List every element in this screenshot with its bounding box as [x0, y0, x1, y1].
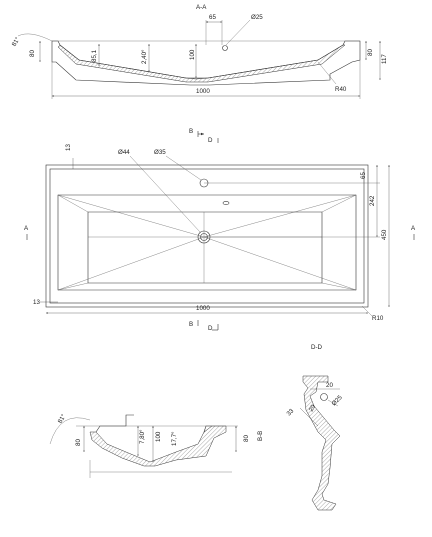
section-d-hole: [320, 393, 328, 401]
slope-line-2: [203, 194, 357, 238]
section-d-title: D-D: [311, 344, 323, 351]
section-b-b: 81° 80 7,80° 100 17,7° 80 B-B: [49, 413, 264, 478]
section-a-leader-dia: [225, 19, 251, 46]
section-b-rim-left: [95, 414, 134, 433]
section-b-angle-arc: [49, 417, 91, 445]
basin-outline: [45, 164, 369, 308]
plan-tap-leader: [165, 155, 202, 181]
basin-corner-tl: [57, 194, 89, 213]
section-d-d: D-D 20 33 29 Ø25: [285, 344, 344, 511]
section-b-rim-height: 80: [75, 439, 82, 446]
section-a-title: A-A: [196, 4, 207, 11]
section-a-hole-dia: Ø25: [251, 14, 263, 21]
basin-corner-br: [321, 282, 357, 291]
marker-d-top: D: [208, 137, 213, 144]
slope-line-3: [57, 236, 205, 291]
section-a-width: 1000: [196, 88, 210, 95]
section-a-rim-height-left: 80: [29, 50, 36, 57]
plan-half-depth: 242: [369, 195, 376, 206]
plan-drain-leader: [129, 155, 201, 233]
plan-rim-top: 13: [65, 144, 72, 151]
slope-line-1: [57, 194, 205, 238]
section-a-tap-hole: [222, 45, 228, 51]
section-d-profile: [302, 375, 341, 511]
section-d-top: 20: [326, 382, 333, 389]
marker-b-bottom: B: [189, 321, 193, 328]
section-a-a: A-A 1000 65 Ø25 81° 80 85,1 2,40° 100: [11, 4, 388, 99]
section-b-side-angle: 17,7°: [171, 431, 178, 446]
section-a-depth-inner: 85,1: [91, 49, 98, 62]
section-a-rim-height-right: 80: [367, 49, 374, 56]
section-a-angle-arc: [17, 33, 53, 42]
plan-view: B D 13 Ø44 Ø35 65: [24, 128, 416, 332]
plan-tap-offset: 65: [360, 172, 367, 179]
section-d-hole-dia: Ø25: [330, 394, 344, 408]
section-a-depth-drain: 100: [189, 49, 196, 60]
section-b-title: B-B: [257, 431, 264, 441]
plan-depth: 450: [381, 229, 388, 240]
section-a-slope: 2,40°: [141, 49, 148, 64]
marker-d-bottom: D: [208, 325, 213, 332]
plan-radius-leader: [361, 305, 373, 317]
section-a-radius: R40: [335, 86, 347, 93]
section-a-rim-angle: 81°: [11, 36, 22, 48]
section-b-total-height: 80: [243, 435, 250, 442]
section-a-hole-offset: 65: [209, 14, 216, 21]
marker-b-top: B: [189, 128, 193, 135]
basin-corner-tr: [321, 194, 357, 213]
basin-rim: [49, 168, 365, 304]
section-a-total-height: 117: [381, 54, 388, 64]
plan-rim-left: 13: [33, 299, 40, 306]
section-d-depth: 29: [308, 403, 318, 413]
plan-tap-dia: Ø35: [154, 149, 166, 156]
section-a-shell: [57, 44, 346, 83]
section-d-side-line: [299, 407, 319, 427]
section-b-slope: 7,80°: [139, 429, 146, 444]
section-d-side: 33: [285, 407, 295, 417]
section-b-angle: 81°: [57, 413, 68, 425]
marker-a-right: A: [411, 225, 416, 232]
plan-corner-radius: R10: [372, 315, 384, 322]
section-b-profile: [89, 425, 227, 467]
overflow-slot: [222, 201, 230, 205]
marker-a-left: A: [24, 225, 29, 232]
slope-line-4: [203, 236, 357, 291]
section-d-hole-leader: [327, 399, 339, 407]
section-a-radius-leader: [317, 61, 337, 85]
basin-corner-bl: [57, 282, 89, 291]
plan-drain-dia: Ø44: [118, 149, 130, 156]
section-b-drain-depth: 100: [155, 431, 162, 442]
basin-bowl-floor: [87, 211, 323, 284]
plan-width: 1000: [196, 305, 210, 312]
